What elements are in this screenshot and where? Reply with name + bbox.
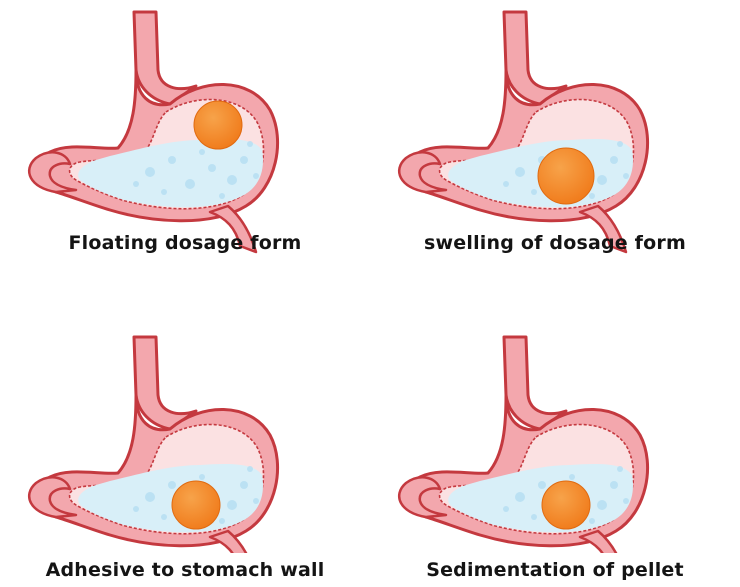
esophagus [134,12,196,104]
fluid-bubble [227,175,237,185]
fluid-bubble [610,156,618,164]
fluid-bubble [531,189,537,195]
fluid-bubble [531,514,537,520]
caption-floating: Floating dosage form [0,232,370,254]
fluid-bubble [145,492,155,502]
fluid-bubble [515,167,525,177]
stomach-group [29,337,277,553]
caption-swelling: swelling of dosage form [370,232,740,254]
fluid-bubble [623,173,629,179]
fluid-bubble [185,179,195,189]
fluid-bubble [247,466,253,472]
fluid-bubble [610,481,618,489]
stomach-illustration [370,293,740,553]
fluid-bubble [253,498,259,504]
panel-adhesive: Adhesive to stomach wall [0,293,370,586]
esophagus [504,12,566,104]
stomach-illustration [370,0,740,260]
fluid-bubble [240,481,248,489]
fluid-bubble [589,518,595,524]
fluid-bubble [219,193,225,199]
stomach-group [399,12,647,252]
fluid-bubble [569,474,575,480]
fluid-bubble [133,506,139,512]
fluid-bubble [227,500,237,510]
dosage-pellet [538,148,594,204]
stomach-illustration [0,293,370,553]
fluid-bubble [208,164,216,172]
dosage-pellet [542,481,590,529]
fluid-bubble [617,466,623,472]
fluid-bubble [199,474,205,480]
panel-sedimentation: Sedimentation of pellet [370,293,740,586]
dosage-pellet [172,481,220,529]
fluid-bubble [515,492,525,502]
fluid-bubble [161,189,167,195]
fluid-bubble [597,500,607,510]
dosage-pellet [194,101,242,149]
stomach-group [29,12,277,252]
fluid-bubble [133,181,139,187]
fluid-bubble [219,518,225,524]
stomach-illustration [0,0,370,260]
caption-sedimentation: Sedimentation of pellet [370,559,740,581]
fluid-bubble [503,506,509,512]
esophagus [504,337,566,429]
fluid-bubble [168,481,176,489]
caption-adhesive: Adhesive to stomach wall [0,559,370,581]
fluid-bubble [623,498,629,504]
panel-swelling: swelling of dosage form [370,0,740,293]
fluid-bubble [247,141,253,147]
fluid-bubble [168,156,176,164]
esophagus [134,337,196,429]
fluid-bubble [199,149,205,155]
fluid-bubble [597,175,607,185]
fluid-bubble [253,173,259,179]
fluid-bubble [145,167,155,177]
stomach-group [399,337,647,553]
fluid-bubble [161,514,167,520]
fluid-bubble [589,193,595,199]
fluid-bubble [240,156,248,164]
fluid-bubble [503,181,509,187]
fluid-bubble [617,141,623,147]
fluid-bubble [538,481,546,489]
panel-floating: Floating dosage form [0,0,370,293]
